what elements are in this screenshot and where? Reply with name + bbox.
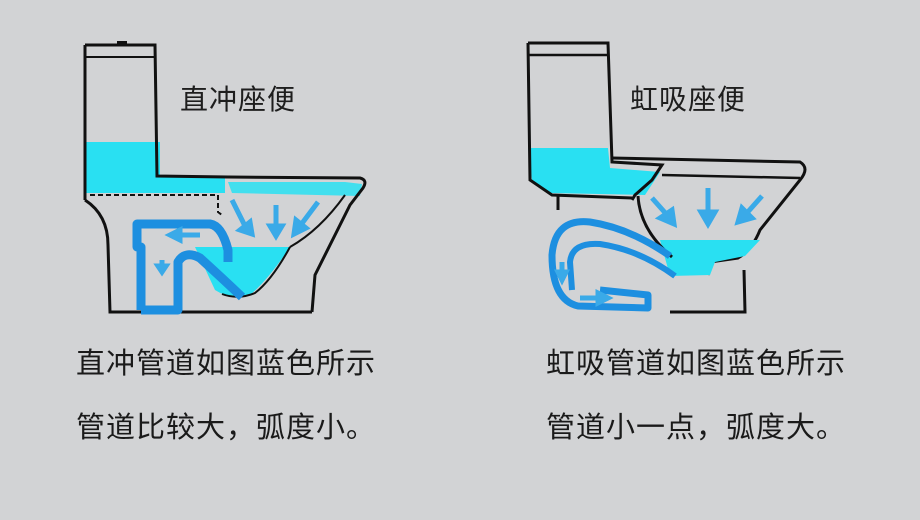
siphon-caption-line1: 虹吸管道如图蓝色所示 — [546, 346, 847, 380]
direct-flush-title: 直冲座便 — [180, 83, 297, 116]
siphon-toilet-diagram — [526, 41, 807, 314]
siphon-panel: 虹吸座便 虹吸管道如图蓝色所示 管道小一点，弧度大。 — [460, 0, 920, 520]
direct-flush-panel: 直冲座便 直冲管道如图蓝色所示 管道比较大，弧度小。 — [76, 41, 377, 444]
siphon-title: 虹吸座便 — [630, 83, 747, 116]
siphon-caption-line2: 管道小一点，弧度大。 — [546, 410, 847, 444]
direct-flush-caption-line1: 直冲管道如图蓝色所示 — [76, 346, 377, 380]
direct-flush-toilet-diagram — [83, 41, 367, 315]
direct-flush-caption-line2: 管道比较大，弧度小。 — [76, 410, 377, 444]
